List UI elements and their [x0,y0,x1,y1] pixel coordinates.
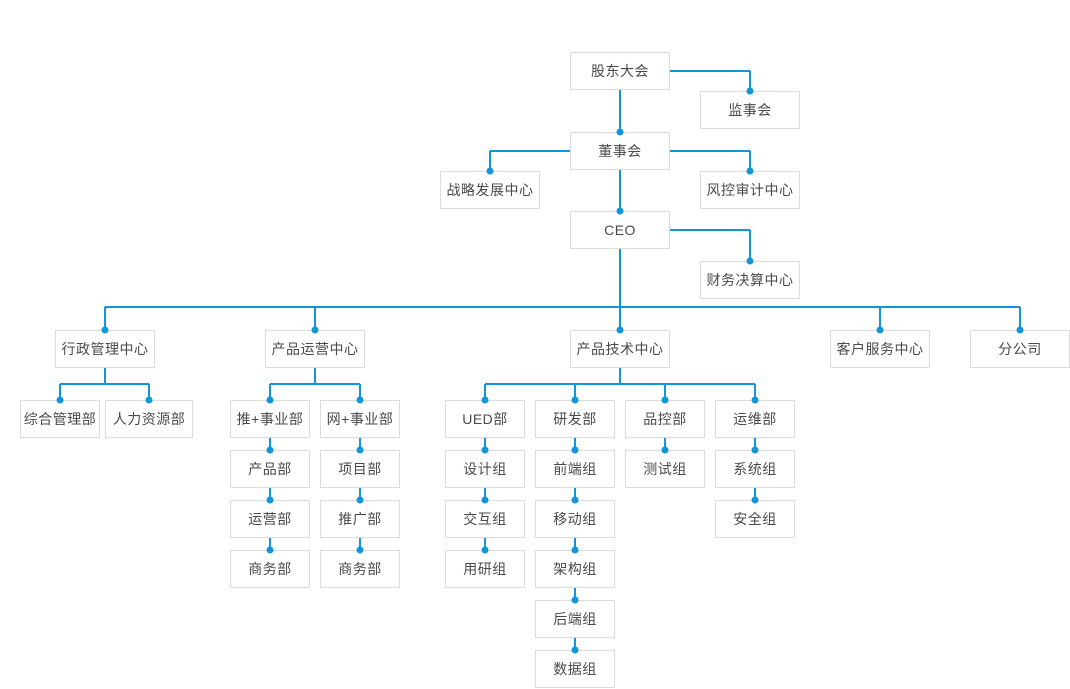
connector-dot-ceo [616,207,624,215]
org-node-business-dept-1[interactable]: 商务部 [230,550,310,588]
org-node-frontend-group[interactable]: 前端组 [535,450,615,488]
org-node-system-group[interactable]: 系统组 [715,450,795,488]
connector-dot-interaction-group [481,496,489,504]
connector-dot-strategy [486,167,494,175]
org-node-research-group[interactable]: 用研组 [445,550,525,588]
org-node-design-group[interactable]: 设计组 [445,450,525,488]
connector-dot-tui-bu [266,396,274,404]
connector-dot-prodtech [616,326,624,334]
connector-dot-promo-dept [356,496,364,504]
connector-dot-supervisory [746,87,754,95]
connector-dot-finance [746,257,754,265]
org-node-test-group[interactable]: 测试组 [625,450,705,488]
org-node-supervisory[interactable]: 监事会 [700,91,800,129]
connector-dot-qa [661,396,669,404]
connector-dot-backend-group [571,596,579,604]
connector-dot-test-group [661,446,669,454]
org-node-product-dept[interactable]: 产品部 [230,450,310,488]
org-node-ops[interactable]: 运维部 [715,400,795,438]
connector-dot-design-group [481,446,489,454]
connector-dot-hr [145,396,153,404]
connector-dot-general-mgmt [56,396,64,404]
org-node-rnd[interactable]: 研发部 [535,400,615,438]
connector-dot-business-dept-2 [356,546,364,554]
org-node-prodtech[interactable]: 产品技术中心 [570,330,670,368]
connector-dot-arch-group [571,546,579,554]
connector-dot-mobile-group [571,496,579,504]
connector-dot-ued [481,396,489,404]
org-node-backend-group[interactable]: 后端组 [535,600,615,638]
org-node-shareholders[interactable]: 股东大会 [570,52,670,90]
org-node-finance[interactable]: 财务决算中心 [700,261,800,299]
org-node-data-group[interactable]: 数据组 [535,650,615,688]
connector-dot-project-dept [356,446,364,454]
connector-dot-wang-bu [356,396,364,404]
org-node-branch[interactable]: 分公司 [970,330,1070,368]
org-node-custserv[interactable]: 客户服务中心 [830,330,930,368]
org-node-operation-dept[interactable]: 运营部 [230,500,310,538]
org-node-general-mgmt[interactable]: 综合管理部 [20,400,100,438]
connector-dot-operation-dept [266,496,274,504]
connector-dot-data-group [571,646,579,654]
org-node-prodops[interactable]: 产品运营中心 [265,330,365,368]
org-node-security-group[interactable]: 安全组 [715,500,795,538]
connector-dot-frontend-group [571,446,579,454]
org-node-qa[interactable]: 品控部 [625,400,705,438]
org-node-mobile-group[interactable]: 移动组 [535,500,615,538]
org-node-strategy[interactable]: 战略发展中心 [440,171,540,209]
connector-dot-security-group [751,496,759,504]
connector-dot-riskaudit [746,167,754,175]
org-node-interaction-group[interactable]: 交互组 [445,500,525,538]
connector-dot-research-group [481,546,489,554]
connector-dot-branch [1016,326,1024,334]
connector-dot-rnd [571,396,579,404]
connector-dot-product-dept [266,446,274,454]
connector-dot-system-group [751,446,759,454]
connector-dot-business-dept-1 [266,546,274,554]
connector-dot-prodops [311,326,319,334]
org-node-ceo[interactable]: CEO [570,211,670,249]
org-node-board[interactable]: 董事会 [570,132,670,170]
org-node-business-dept-2[interactable]: 商务部 [320,550,400,588]
org-node-project-dept[interactable]: 项目部 [320,450,400,488]
org-node-hr[interactable]: 人力资源部 [105,400,193,438]
org-node-tui-bu[interactable]: 推+事业部 [230,400,310,438]
org-node-ued[interactable]: UED部 [445,400,525,438]
org-node-riskaudit[interactable]: 风控审计中心 [700,171,800,209]
connector-dot-board [616,128,624,136]
connector-dot-admin [101,326,109,334]
org-node-wang-bu[interactable]: 网+事业部 [320,400,400,438]
org-node-arch-group[interactable]: 架构组 [535,550,615,588]
org-node-promo-dept[interactable]: 推广部 [320,500,400,538]
connector-dot-custserv [876,326,884,334]
org-node-admin[interactable]: 行政管理中心 [55,330,155,368]
connector-dot-ops [751,396,759,404]
